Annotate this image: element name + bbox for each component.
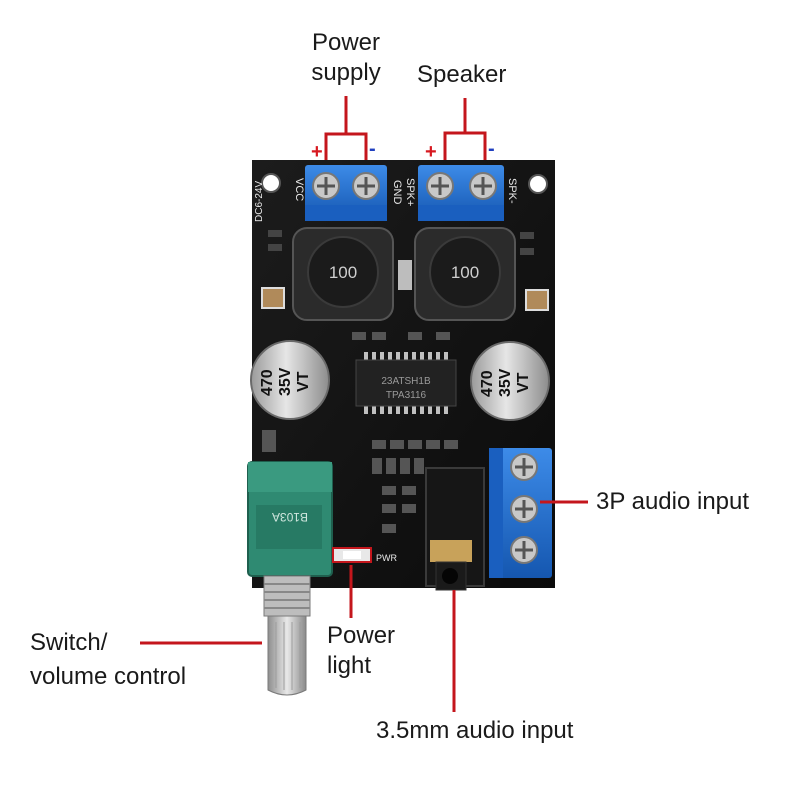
- cap-right-line1: 470: [479, 370, 496, 397]
- amplifier-chip: 23ATSH1B TPA3116: [355, 352, 457, 414]
- chip-pins: [364, 352, 448, 414]
- mount-hole-right: [528, 174, 548, 194]
- power-plus-mark: +: [311, 141, 323, 163]
- smd-part: [352, 332, 366, 340]
- leader-speaker: [443, 131, 487, 160]
- audio-3p-terminal-block: [489, 448, 552, 578]
- smd-part: [408, 332, 422, 340]
- smd-part: [520, 232, 534, 239]
- pwr-silkscreen: PWR: [376, 553, 397, 563]
- pot-text: B103A: [272, 510, 308, 524]
- vcc-silkscreen: VCC: [293, 178, 305, 201]
- chip-line1: 23ATSH1B: [381, 376, 431, 387]
- audio-3p-label: 3P audio input: [596, 488, 750, 515]
- spk-minus-silkscreen: SPK-: [506, 178, 518, 204]
- smd-part: [262, 430, 276, 452]
- switch-volume-label-line2: volume control: [30, 663, 187, 690]
- power-light-label-line2: light: [327, 652, 372, 679]
- capacitor-left: 470 35V VT: [250, 340, 330, 420]
- power-light-label-line1: Power: [327, 622, 396, 649]
- smd-capacitor-left: [261, 287, 285, 309]
- smd-capacitor-right: [525, 289, 549, 311]
- smd-part: [436, 332, 450, 340]
- smd-part: [268, 230, 282, 237]
- cap-left-line1: 470: [259, 369, 276, 396]
- pot-shaft: [267, 615, 307, 696]
- gnd-silkscreen: GND: [391, 180, 403, 205]
- audio-35mm-jack: [425, 467, 485, 591]
- inductor-right-value: 100: [451, 263, 479, 282]
- potentiometer: B103A: [247, 461, 333, 696]
- cap-right-line2: 35V: [497, 368, 514, 397]
- speaker-terminal-block: [418, 165, 504, 221]
- switch-volume-label-line1: Switch/: [30, 629, 108, 656]
- power-minus-mark: -: [369, 138, 376, 160]
- speaker-plus-mark: +: [425, 141, 437, 163]
- smd-component-row: [372, 440, 458, 533]
- leader-power-supply: [324, 132, 368, 160]
- audio-35mm-label: 3.5mm audio input: [376, 717, 574, 744]
- leader-lines: [140, 96, 588, 712]
- capacitor-right: 470 35V VT: [470, 341, 550, 421]
- speaker-label: Speaker: [417, 61, 507, 88]
- smd-part: [268, 244, 282, 251]
- inductor-right: 100: [414, 227, 516, 321]
- voltage-silkscreen: DC6-24V: [254, 181, 265, 222]
- power-led: PWR: [332, 547, 397, 563]
- power-supply-label: Power supply: [296, 28, 396, 88]
- cap-left-line2: 35V: [277, 367, 294, 396]
- cap-right-line3: VT: [515, 372, 532, 393]
- speaker-minus-mark: -: [488, 138, 495, 160]
- smd-part: [372, 332, 386, 340]
- power-supply-label-line2: supply: [311, 59, 381, 86]
- power-terminal-block: [305, 165, 387, 221]
- chip-line2: TPA3116: [386, 390, 427, 401]
- power-supply-label-line1: Power: [311, 29, 381, 56]
- smd-part: [520, 248, 534, 255]
- mount-hole-left: [261, 173, 281, 193]
- cap-left-line3: VT: [295, 371, 312, 392]
- smd-part: [398, 260, 412, 290]
- inductor-left-value: 100: [329, 263, 357, 282]
- spk-plus-silkscreen: SPK+: [404, 178, 416, 206]
- inductor-left: 100: [292, 227, 394, 321]
- switch-volume-label: Switch/ volume control: [30, 628, 186, 692]
- power-light-label: Power light: [327, 621, 395, 681]
